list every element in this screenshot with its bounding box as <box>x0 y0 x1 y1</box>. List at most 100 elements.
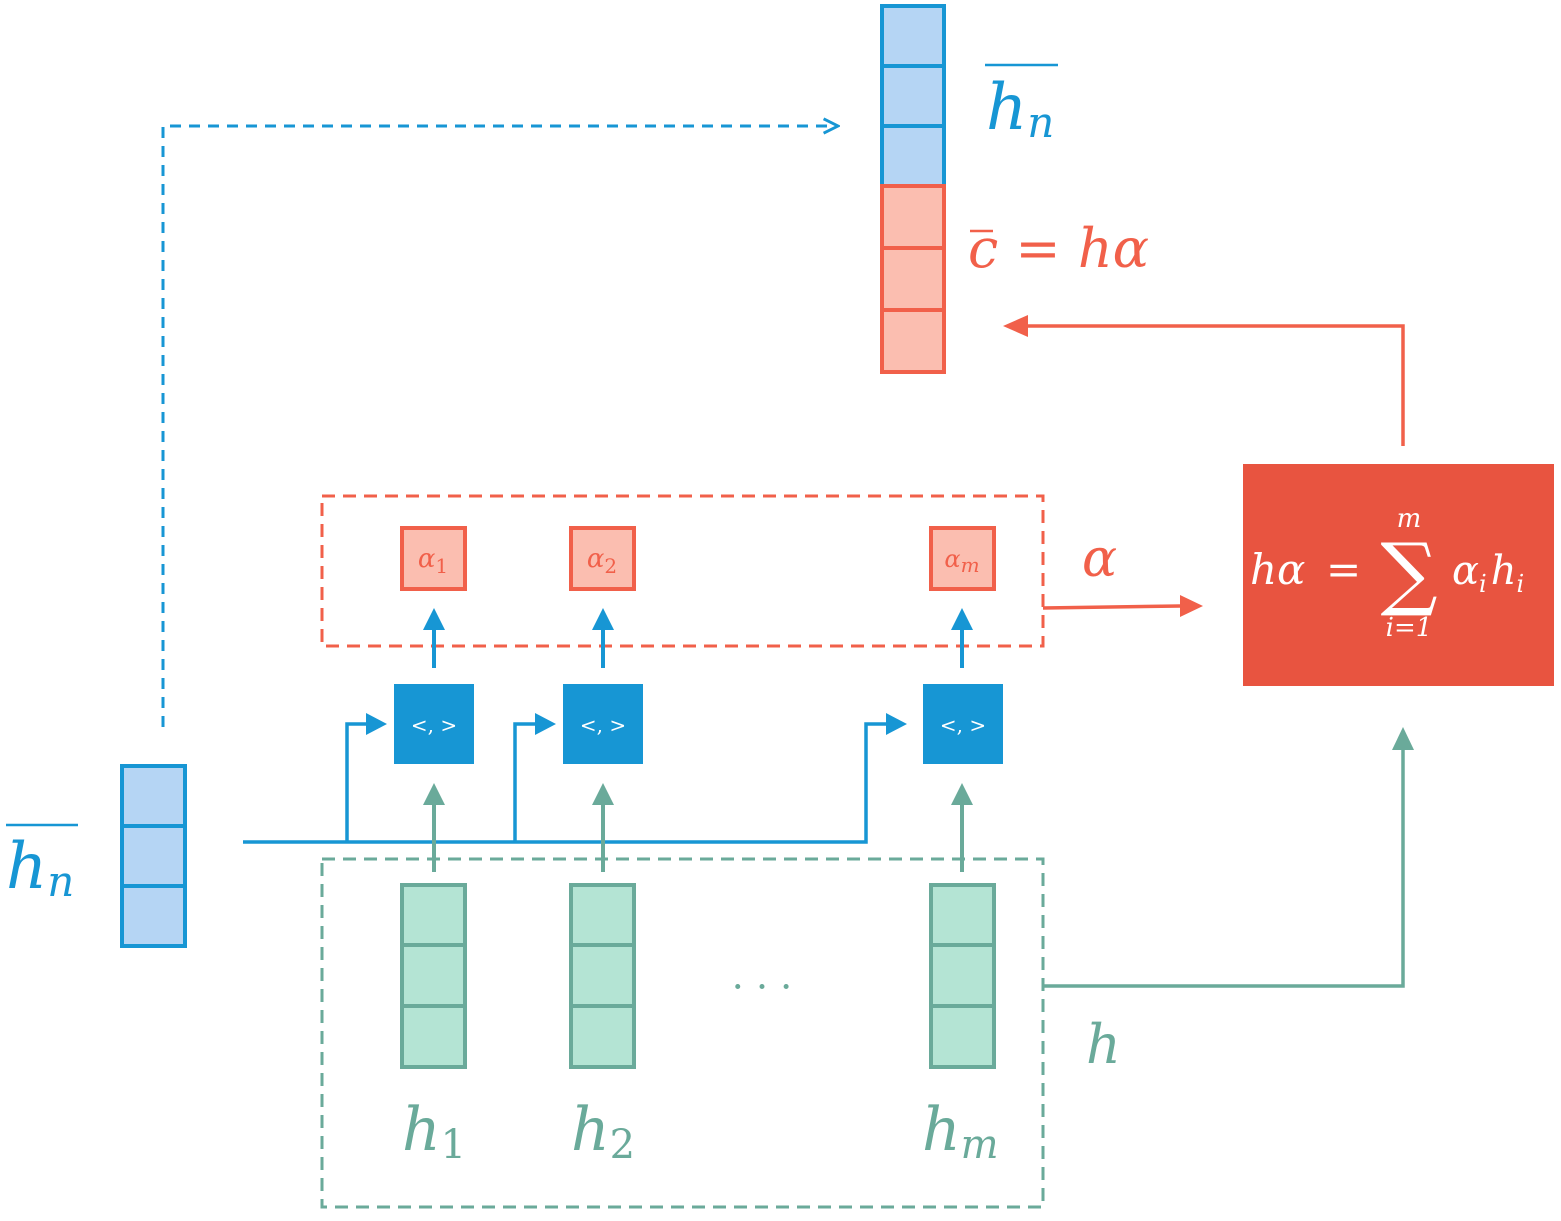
dot-product-2 <box>563 684 643 764</box>
weighted-sum-to-context-arrow <box>1026 324 1405 446</box>
h1-label-base: h <box>402 1095 441 1165</box>
svg-text:α2: α2 <box>587 544 617 578</box>
hn-to-output-arrow <box>161 126 838 727</box>
ellipsis: · · · <box>732 965 792 1009</box>
alpha-to-sum-arrowhead <box>1180 595 1203 617</box>
h2-cell-3 <box>569 1004 636 1069</box>
sum-term-h: h <box>1491 548 1517 594</box>
hm-cell-2 <box>929 943 996 1008</box>
sum-sigma: ∑ <box>1380 526 1437 619</box>
h2-cell-1 <box>569 883 636 947</box>
h1-cell-2 <box>400 943 467 1008</box>
svg-text:h2: h2 <box>571 1095 635 1168</box>
input-hn-cell-2 <box>120 824 187 888</box>
svg-text:h1: h1 <box>402 1095 466 1168</box>
c-rhs: hα <box>1078 217 1149 280</box>
sum-term-h-sub: i <box>1516 570 1524 598</box>
output-hn-cell-1 <box>880 4 946 68</box>
alpha-label: α <box>1082 529 1117 589</box>
dot-product-2-label: <, > <box>580 713 626 737</box>
output-c-cell-2 <box>880 246 946 312</box>
svg-text:hm: hm <box>922 1095 999 1168</box>
dot1-to-alpha1-head <box>423 608 445 630</box>
alpha-m-base: α <box>944 545 960 573</box>
dot-product-1 <box>394 684 474 764</box>
input-hn-cell-1 <box>120 764 187 828</box>
hidden-vectors <box>400 883 996 1069</box>
hidden-group-box <box>320 857 1045 1209</box>
hm-cell-1 <box>929 883 996 947</box>
hn-top-label: hn <box>985 63 1058 147</box>
input-hn-vector <box>120 764 187 948</box>
alpha-1-base: α <box>418 544 436 574</box>
output-c-cell-3 <box>880 308 946 374</box>
svg-text:hα: hα <box>1250 545 1305 594</box>
output-vector <box>880 4 946 374</box>
svg-text:hn: hn <box>986 71 1054 147</box>
weighted-sum-rect <box>1243 464 1554 686</box>
h2-cell-2 <box>569 943 636 1008</box>
svg-text:αm: αm <box>944 545 979 577</box>
h1-to-dot1-head <box>423 783 445 805</box>
h2-to-dot2-head <box>592 783 614 805</box>
alpha-2-box <box>569 526 636 591</box>
context-label: c = hα <box>968 217 1149 280</box>
query-m-head <box>886 713 907 735</box>
dot2-to-alpha2-head <box>592 608 614 630</box>
h1-label-sub: 1 <box>441 1122 466 1168</box>
h1-cell-1 <box>400 883 467 947</box>
h-group-label: h <box>1086 1013 1121 1076</box>
alpha-2-subscript: 2 <box>604 554 617 578</box>
hm-to-dotm-head <box>951 783 973 805</box>
query-branch-2 <box>513 722 536 842</box>
hm-label-base: h <box>922 1095 961 1165</box>
sum-upper: m <box>1397 504 1422 534</box>
dot-product-m-label: <, > <box>940 713 986 737</box>
dot-product-blocks: <, > <, > <, > <box>394 684 1003 764</box>
hn-left-sub: n <box>47 857 74 906</box>
alpha-to-sum-arrow <box>1042 604 1181 610</box>
svg-text:=: = <box>1326 545 1361 594</box>
hidden-to-sum-arrowhead <box>1392 727 1414 750</box>
alpha-m-subscript: m <box>961 553 980 577</box>
input-hn-cell-3 <box>120 884 187 948</box>
hn-top-base: h <box>986 71 1027 145</box>
alpha-boxes: α21 α2 αm <box>400 526 996 591</box>
hidden-to-dot-arrows <box>423 783 973 872</box>
hn-left-label: hn <box>6 823 78 906</box>
hn-top-sub: n <box>1027 98 1054 147</box>
query-branch-1 <box>345 722 367 842</box>
query-2-head <box>535 713 556 735</box>
hidden-labels: h1 h2 hm <box>402 1095 999 1168</box>
svg-text:c = hα: c = hα <box>968 217 1149 280</box>
sum-term-alpha-sub: i <box>1479 570 1487 598</box>
sum-lhs: hα <box>1250 545 1305 594</box>
alpha-1-subscript: 1 <box>435 554 448 578</box>
output-c-cell-1 <box>880 184 946 250</box>
svg-text:hn: hn <box>6 830 74 906</box>
query-main-line <box>243 722 888 844</box>
sum-term-alpha: α <box>1452 548 1479 594</box>
query-1-head <box>366 713 387 735</box>
alpha-m-box <box>929 526 996 591</box>
output-hn-cell-3 <box>880 124 946 188</box>
hm-label-sub: m <box>961 1122 999 1168</box>
sum-lower: i=1 <box>1386 613 1433 643</box>
dot-product-m <box>923 684 1003 764</box>
h2-label-sub: 2 <box>610 1122 635 1168</box>
c-equals: = <box>998 217 1078 280</box>
context-arrowhead <box>1003 315 1028 337</box>
h1-cell-3 <box>400 1004 467 1069</box>
query-lines <box>243 713 907 844</box>
svg-text:α21: α21 <box>418 544 448 578</box>
output-hn-cell-2 <box>880 64 946 128</box>
hn-left-base: h <box>6 830 47 904</box>
sum-equals: = <box>1326 545 1361 594</box>
hm-cell-3 <box>929 1004 996 1069</box>
alpha-1-box <box>400 526 467 591</box>
alpha-group-box <box>320 494 1045 648</box>
dotm-to-alpham-head <box>951 608 973 630</box>
c-symbol: c <box>968 217 998 280</box>
h2-label-base: h <box>571 1095 610 1165</box>
